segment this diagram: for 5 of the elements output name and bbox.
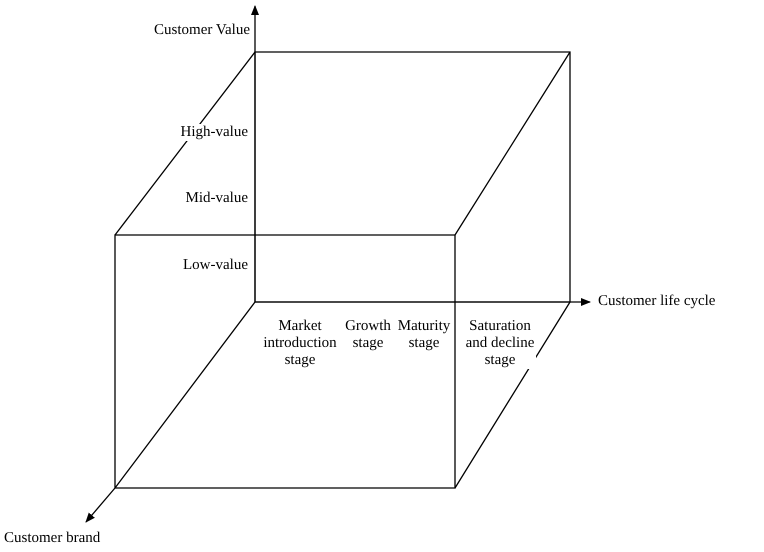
tick-label: Saturation and decline stage (464, 318, 536, 369)
axis-title: Customer life cycle (598, 293, 716, 310)
tick-label: High-value (180, 124, 248, 141)
tick-label: Growth stage (343, 318, 393, 352)
tick-label: Maturity stage (395, 318, 453, 352)
